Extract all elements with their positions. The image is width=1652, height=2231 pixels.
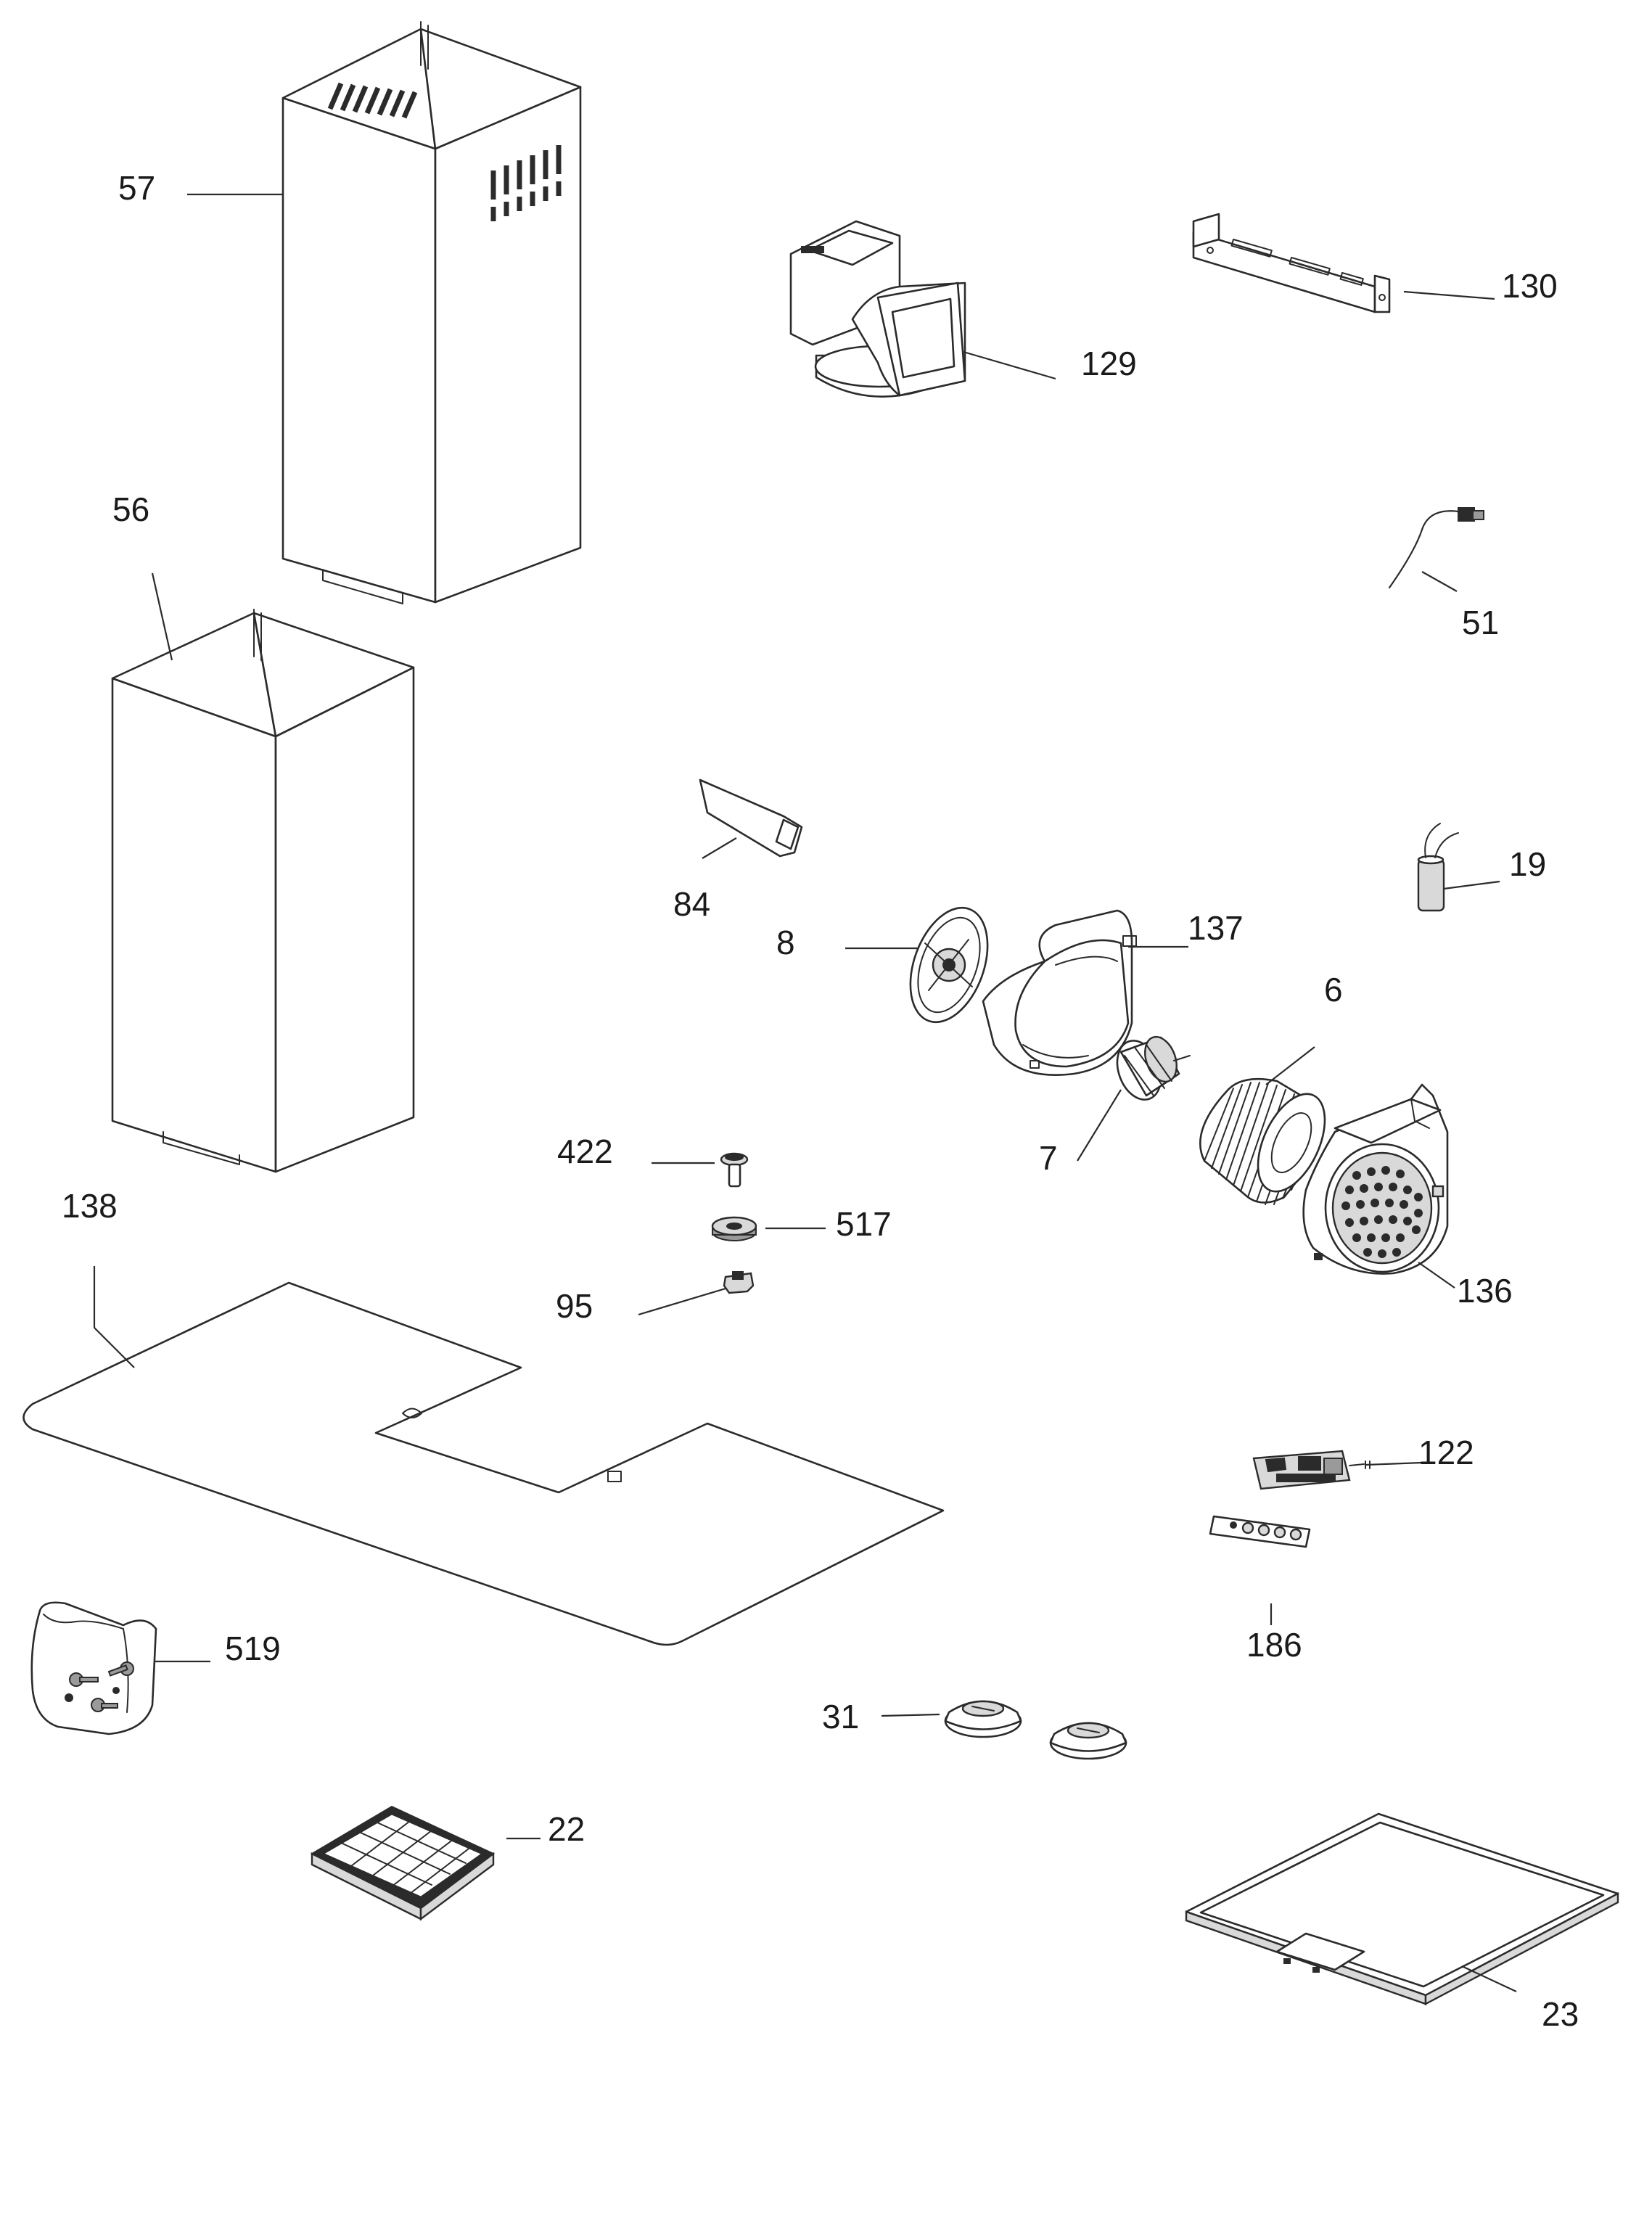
canopy-glass-icon — [22, 1281, 945, 1646]
nut-icon — [723, 1271, 755, 1294]
label-23: 23 — [1542, 1995, 1579, 2033]
capacitor-icon — [1417, 823, 1459, 912]
label-129: 129 — [1081, 345, 1137, 382]
label-31: 31 — [822, 1698, 859, 1735]
bracket-clip-icon — [699, 778, 803, 858]
label-19: 19 — [1509, 845, 1546, 883]
circuit-board-icon — [1252, 1450, 1370, 1490]
label-422: 422 — [557, 1133, 613, 1170]
air-outlet-adapter-icon — [789, 220, 966, 398]
label-138: 138 — [62, 1187, 118, 1225]
label-122: 122 — [1418, 1434, 1474, 1471]
screw-icon — [720, 1152, 749, 1188]
label-130: 130 — [1502, 267, 1558, 305]
label-519: 519 — [225, 1630, 281, 1667]
label-6: 6 — [1324, 971, 1343, 1008]
blower-housing-half-icon — [982, 909, 1137, 1076]
label-8: 8 — [776, 924, 795, 961]
label-57: 57 — [118, 169, 155, 207]
lamp-icon — [944, 1700, 1127, 1760]
motor-icon — [1116, 1035, 1191, 1101]
label-7: 7 — [1039, 1139, 1058, 1177]
part-labels: 57 56 129 130 51 84 19 8 137 6 7 136 422… — [62, 169, 1579, 2033]
mounting-bracket-icon — [1192, 213, 1391, 313]
blower-housing-icon — [1302, 1083, 1449, 1275]
motor-flange-icon — [909, 906, 989, 1024]
grease-filter-icon — [1185, 1812, 1619, 2005]
label-186: 186 — [1246, 1626, 1302, 1664]
label-517: 517 — [836, 1205, 892, 1243]
washer-icon — [711, 1216, 757, 1241]
label-95: 95 — [556, 1287, 593, 1325]
carbon-filter-icon — [310, 1805, 495, 1921]
label-51: 51 — [1462, 604, 1499, 641]
label-22: 22 — [548, 1810, 585, 1848]
leader-lines — [93, 193, 1517, 1992]
lower-chimney-icon — [111, 609, 415, 1173]
label-136: 136 — [1457, 1272, 1513, 1310]
hardware-bag-icon — [30, 1601, 157, 1735]
impeller-wheel-icon — [1199, 1077, 1326, 1205]
control-panel-icon — [1209, 1515, 1311, 1548]
upper-chimney-icon — [282, 21, 582, 604]
label-137: 137 — [1188, 909, 1244, 947]
label-84: 84 — [673, 885, 710, 923]
power-cable-icon — [1389, 507, 1484, 588]
label-56: 56 — [112, 490, 149, 528]
